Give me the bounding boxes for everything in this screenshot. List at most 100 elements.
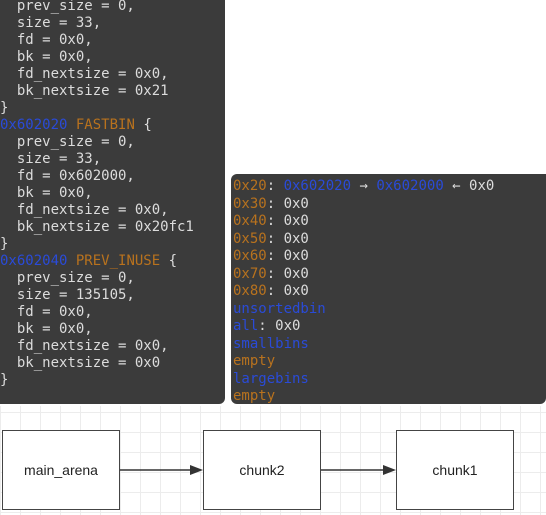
code-text: 0x0	[469, 178, 495, 194]
heap-chunks-terminal: prev_size = 0, size = 33, fd = 0x0, bk =…	[0, 0, 225, 404]
largebins-heading: largebins	[233, 371, 309, 389]
code-text: prev_size = 0,	[16, 0, 135, 14]
fastbin-row: 0x70: 0x0	[233, 266, 309, 284]
code-line: prev_size = 0,	[0, 270, 135, 287]
code-line: size = 33,	[0, 15, 101, 32]
bin-heading: smallbins	[233, 335, 309, 352]
fastbin-row: 0x80: 0x0	[233, 283, 309, 301]
empty-label: empty	[233, 388, 276, 404]
node-label: chunk1	[432, 462, 478, 478]
bin-value: : 0x0	[266, 230, 309, 247]
code-text: :	[266, 178, 284, 194]
code-line: bk = 0x0,	[0, 321, 93, 338]
code-line: fd = 0x0,	[0, 304, 93, 321]
bin-size: 0x80	[233, 283, 267, 299]
bin-value: : 0x0	[266, 248, 309, 264]
chunk-header: 0x602020 FASTBIN {	[0, 117, 152, 134]
code-line: }	[0, 236, 8, 253]
code-line: }	[0, 100, 8, 117]
code-line: bk_nextsize = 0x21	[0, 83, 169, 100]
bin-value: : 0x0	[266, 283, 309, 299]
code-text: size = 135105,	[16, 287, 135, 303]
linked-list-diagram: main_arena chunk2 chunk1	[0, 406, 546, 515]
arrow-chunk2-to-chunk1	[321, 465, 396, 475]
bin-size: 0x70	[233, 265, 267, 282]
code-line: size = 135105,	[0, 287, 135, 304]
code-text: bk = 0x0,	[16, 49, 93, 65]
code-text: bk_nextsize = 0x0	[16, 355, 161, 371]
smallbins-heading: smallbins	[233, 336, 309, 354]
arrow-left-icon: ←	[443, 178, 470, 194]
code-line: }	[0, 372, 8, 389]
code-text: fd = 0x0,	[16, 32, 93, 48]
code-text: {	[160, 253, 178, 269]
arrow-main-arena-to-chunk2	[120, 465, 203, 475]
code-line: prev_size = 0,	[0, 134, 135, 151]
code-text: fd = 0x0,	[16, 304, 93, 320]
bin-size: 0x40	[233, 213, 267, 229]
smallbins-status: empty	[233, 353, 275, 371]
fastbin-row: 0x50: 0x0	[233, 231, 309, 249]
code-text: fd_nextsize = 0x0,	[16, 66, 169, 82]
bins-terminal: 0x20: 0x602020 → 0x602000 ← 0x0 0x30: 0x…	[231, 174, 546, 404]
bin-pointer: 0x602000	[376, 178, 444, 194]
code-text: }	[0, 236, 9, 252]
bin-size: 0x60	[233, 248, 267, 264]
node-label: chunk2	[239, 462, 285, 478]
code-line: bk = 0x0,	[0, 185, 93, 202]
chunk-address: 0x602020	[0, 117, 68, 133]
empty-label: empty	[233, 353, 276, 369]
diagram-arrows	[120, 465, 396, 475]
code-text: fd_nextsize = 0x0,	[16, 338, 169, 354]
code-text: bk = 0x0,	[16, 321, 93, 337]
code-line: size = 33,	[0, 151, 101, 168]
bin-pointer: 0x602020	[283, 178, 352, 194]
code-line: fd_nextsize = 0x0,	[0, 202, 169, 219]
code-line: bk_nextsize = 0x20fc1	[0, 219, 194, 236]
code-text: bk = 0x0,	[16, 185, 93, 201]
chunk-header: 0x602040 PREV_INUSE {	[0, 253, 177, 270]
chunk-address: 0x602040	[0, 253, 68, 269]
main-arena-box: main_arena	[2, 430, 120, 510]
code-text: size = 33,	[16, 151, 102, 167]
code-text: }	[0, 100, 9, 116]
bin-size: 0x50	[233, 230, 267, 247]
chunk-flag: PREV_INUSE	[75, 253, 161, 269]
code-line: bk = 0x0,	[0, 49, 93, 66]
bin-value: : 0x0	[266, 213, 309, 229]
bin-size: 0x20	[233, 178, 267, 194]
code-text: fd_nextsize = 0x0,	[16, 202, 169, 218]
code-text: }	[0, 372, 9, 388]
bin-size: 0x30	[233, 195, 267, 212]
bin-heading: largebins	[233, 370, 309, 387]
code-text: bk_nextsize = 0x20fc1	[16, 219, 194, 235]
arrow-right-icon: →	[351, 178, 377, 194]
fastbin-row: 0x40: 0x0	[233, 213, 309, 231]
code-text: bk_nextsize = 0x21	[16, 83, 169, 99]
largebins-status: empty	[233, 388, 275, 404]
bin-heading: unsortedbin	[233, 300, 326, 317]
bin-value: : 0x0	[258, 318, 301, 334]
chunk2-box: chunk2	[203, 430, 321, 510]
code-text: prev_size = 0,	[16, 270, 135, 286]
fastbin-row: 0x60: 0x0	[233, 248, 309, 266]
chunk-flag: FASTBIN	[75, 117, 135, 133]
code-line: prev_size = 0,	[0, 0, 135, 15]
bin-key: all	[233, 318, 259, 334]
unsortedbin-heading: unsortedbin	[233, 301, 326, 319]
chunk1-box: chunk1	[396, 430, 514, 510]
bin-value: : 0x0	[266, 265, 309, 282]
unsortedbin-row: all: 0x0	[233, 318, 300, 336]
code-line: fd = 0x0,	[0, 32, 93, 49]
bin-value: : 0x0	[266, 195, 309, 212]
code-line: fd = 0x602000,	[0, 168, 135, 185]
code-text: size = 33,	[16, 15, 102, 31]
code-text: {	[134, 117, 152, 133]
code-text: fd = 0x602000,	[16, 168, 135, 184]
fastbin-row: 0x30: 0x0	[233, 196, 309, 214]
code-line: bk_nextsize = 0x0	[0, 355, 160, 372]
node-label: main_arena	[24, 462, 98, 478]
code-line: fd_nextsize = 0x0,	[0, 66, 169, 83]
code-line: fd_nextsize = 0x0,	[0, 338, 169, 355]
code-text: prev_size = 0,	[16, 134, 135, 150]
